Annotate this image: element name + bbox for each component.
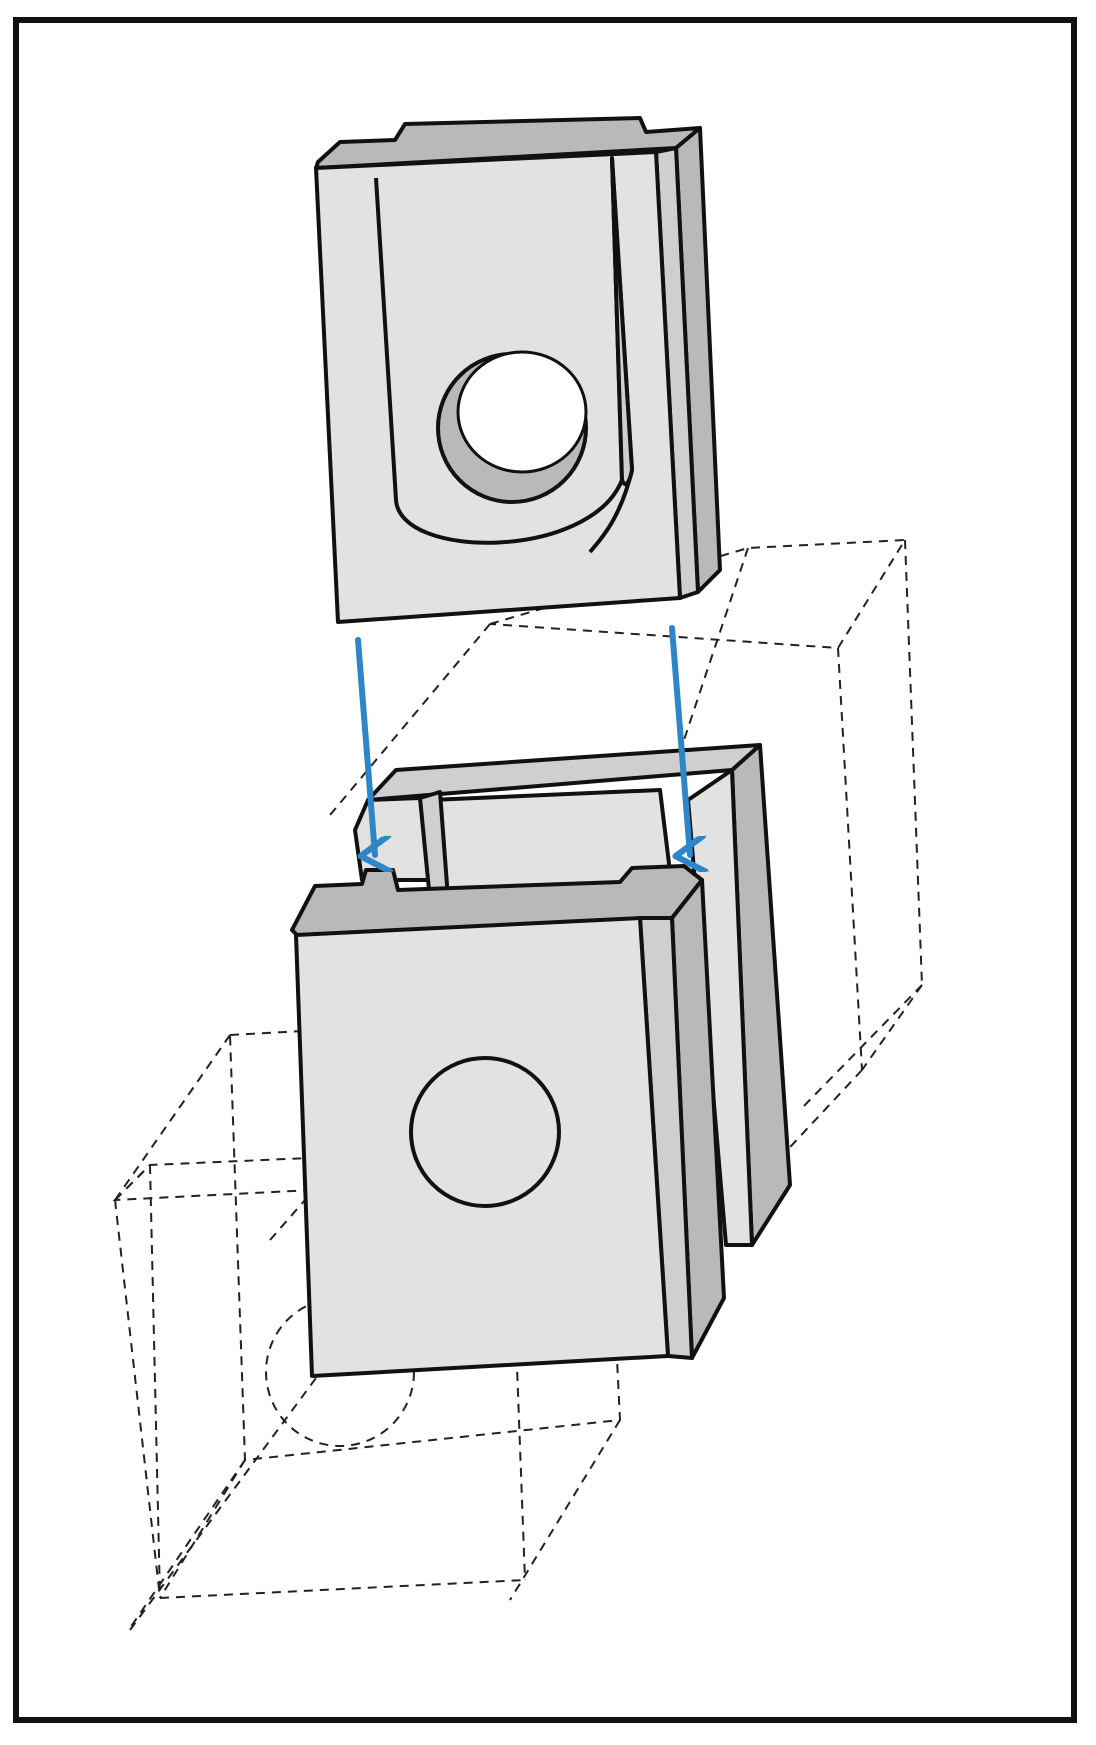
right-insert-arrow [669, 625, 690, 855]
left-insert-arrow [355, 637, 375, 855]
bottom-front-part [290, 864, 726, 1378]
top-hole-inner [456, 350, 588, 474]
top-part [314, 116, 722, 624]
front-hole [409, 1056, 561, 1208]
insert-arrows [355, 625, 690, 855]
